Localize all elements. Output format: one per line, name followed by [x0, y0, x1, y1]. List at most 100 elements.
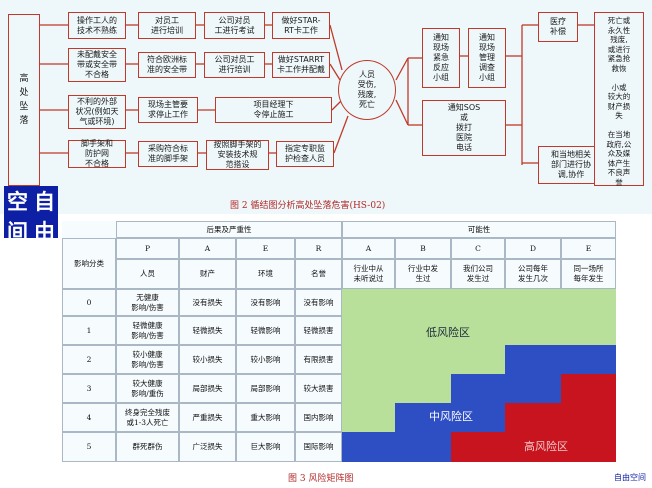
- consequence-cell: 轻微健康 影响/伤害: [116, 316, 179, 345]
- risk-cell: [561, 289, 616, 316]
- risk-cell: [342, 432, 395, 462]
- action-node-supervisor: 指定专职监 护检查人员: [276, 141, 334, 167]
- cause-node-unskilled-worker: 操作工人的 技术不熟练: [68, 12, 126, 39]
- first-col-header: 影响分类: [62, 238, 116, 289]
- center-node-injury-death: 人员 受伤, 残废, 死亡: [338, 60, 396, 120]
- consequence-code: A: [179, 238, 236, 259]
- figure-2-caption: 图 2 循结图分析高处坠落危害(HS-02): [230, 201, 386, 211]
- risk-cell: [395, 316, 451, 345]
- consequence-text-block: 死亡或 永久性 残废, 或进行 紧急抢 救恢 小或 较大的 财产损 失 在当地 …: [594, 12, 644, 187]
- consequence-code: P: [116, 238, 179, 259]
- risk-cell: [505, 316, 561, 345]
- action-node-pm-stop: 项目经理下 令停止施工: [215, 97, 332, 123]
- risk-cell: [451, 432, 505, 462]
- likelihood-name: 我们公司 发生过: [451, 259, 505, 289]
- likelihood-name: 行业中发 生过: [395, 259, 451, 289]
- action-node-company-training: 公司对员工 进行培训: [204, 52, 265, 78]
- consequence-cell: 终身完全残废 或1-3人死亡: [116, 403, 179, 432]
- risk-cell: [451, 403, 505, 432]
- consequence-cell: 广泛损失: [179, 432, 236, 462]
- likelihood-header: 可能性: [342, 221, 616, 238]
- action-node-starrt-wear: 做好STARRT 卡工作并配戴: [272, 52, 330, 78]
- likelihood-name: 行业中从 未听说过: [342, 259, 395, 289]
- consequence-cell: 群死群伤: [116, 432, 179, 462]
- likelihood-name: 公司每年 发生几次: [505, 259, 561, 289]
- severity-level: 5: [62, 432, 116, 462]
- consequence-cell: 局部影响: [236, 374, 295, 403]
- severity-level: 1: [62, 316, 116, 345]
- risk-cell: [451, 345, 505, 374]
- consequence-cell: 较小影响: [236, 345, 295, 374]
- cause-node-bad-scaffold: 脚手架和 防护网 不合格: [68, 139, 126, 168]
- consequence-name: 财产: [179, 259, 236, 289]
- logo: 空 自 间 由: [4, 186, 58, 244]
- mid-risk-zone-label: 中风险区: [429, 410, 473, 423]
- low-risk-zone-label: 低风险区: [426, 326, 470, 339]
- risk-cell: [342, 345, 395, 374]
- figure-3-caption: 图 3 风险矩阵图: [288, 474, 354, 484]
- notify-node-management-team: 通知 现场 管理 调查 小组: [468, 28, 506, 88]
- risk-cell: [342, 403, 395, 432]
- likelihood-name: 同一场所 每年发生: [561, 259, 616, 289]
- outcome-node-local-coordination: 和当地相关 部门进行协 调,协作: [538, 146, 604, 184]
- consequence-header: 后果及严重性: [116, 221, 342, 238]
- risk-cell: [395, 345, 451, 374]
- risk-cell: [395, 432, 451, 462]
- likelihood-code: A: [342, 238, 395, 259]
- risk-cell: [342, 289, 395, 316]
- severity-level: 3: [62, 374, 116, 403]
- likelihood-code: D: [505, 238, 561, 259]
- action-node-stop-work: 现场主管要 求停止工作: [138, 97, 198, 123]
- risk-cell: [451, 374, 505, 403]
- consequence-code: R: [295, 238, 342, 259]
- risk-cell: [561, 316, 616, 345]
- consequence-name: 名誉: [295, 259, 342, 289]
- action-node-training: 对员工 进行培训: [138, 12, 196, 39]
- risk-cell: [505, 403, 561, 432]
- consequence-cell: 国内影响: [295, 403, 342, 432]
- action-node-scaffold-spec: 按照脚手架的 安装技术规 范搭设: [206, 140, 269, 170]
- outcome-node-medical-compensation: 医疗 补偿: [538, 12, 578, 42]
- cause-node-no-safety-belt: 未配戴安全 带或安全带 不合格: [68, 48, 126, 82]
- fault-tree-diagram: 高 处 坠 落 操作工人的 技术不熟练 未配戴安全 带或安全带 不合格 不利的外…: [0, 0, 652, 214]
- consequence-cell: 较大损害: [295, 374, 342, 403]
- risk-cell: [505, 289, 561, 316]
- risk-cell: [395, 289, 451, 316]
- consequence-cell: 没有影响: [295, 289, 342, 316]
- consequence-name: 环境: [236, 259, 295, 289]
- risk-cell: [451, 289, 505, 316]
- risk-cell: [342, 374, 395, 403]
- likelihood-code: E: [561, 238, 616, 259]
- risk-cell: [561, 345, 616, 374]
- consequence-cell: 较大健康 影响/重伤: [116, 374, 179, 403]
- consequence-cell: 较小损失: [179, 345, 236, 374]
- root-node-fall-from-height: 高 处 坠 落: [8, 14, 40, 186]
- risk-cell: [451, 316, 505, 345]
- logo-char: 间: [7, 219, 28, 244]
- action-node-starrt: 做好STAR- RT卡工作: [272, 12, 330, 39]
- consequence-cell: 局部损失: [179, 374, 236, 403]
- logo-char: 由: [34, 219, 55, 244]
- consequence-cell: 轻微损害: [295, 316, 342, 345]
- consequence-cell: 国际影响: [295, 432, 342, 462]
- consequence-cell: 轻微影响: [236, 316, 295, 345]
- risk-cell: [561, 374, 616, 403]
- severity-level: 0: [62, 289, 116, 316]
- severity-level: 4: [62, 403, 116, 432]
- consequence-cell: 严重损失: [179, 403, 236, 432]
- likelihood-code: B: [395, 238, 451, 259]
- connector-lines: [23, 24, 606, 166]
- footer-watermark: 自由空间: [614, 473, 646, 482]
- risk-cell: [505, 432, 561, 462]
- consequence-cell: 无健康 影响/伤害: [116, 289, 179, 316]
- consequence-code: E: [236, 238, 295, 259]
- logo-char: 空: [7, 189, 28, 214]
- consequence-cell: 巨大影响: [236, 432, 295, 462]
- likelihood-code: C: [451, 238, 505, 259]
- logo-char: 自: [34, 189, 55, 214]
- risk-cell: [505, 345, 561, 374]
- risk-cell: [395, 403, 451, 432]
- cause-node-bad-conditions: 不利的外部 状况(例如天 气或环境): [68, 95, 126, 129]
- severity-level: 2: [62, 345, 116, 374]
- consequence-cell: 有限损害: [295, 345, 342, 374]
